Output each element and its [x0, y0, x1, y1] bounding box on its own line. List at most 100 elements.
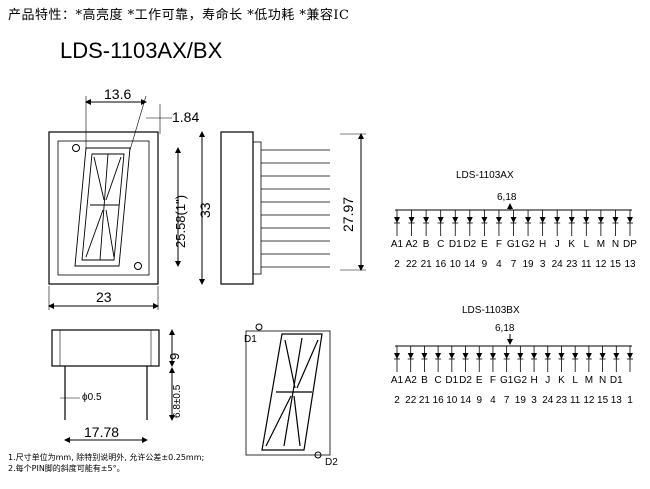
diode-symbol	[407, 353, 414, 359]
circuit-ax-common: 6,18	[497, 192, 517, 203]
pin-number: 9	[482, 259, 488, 270]
segment-label: C	[437, 239, 444, 250]
pin-number: 13	[611, 395, 623, 406]
diode-symbol	[510, 217, 517, 223]
pin-number: 19	[523, 259, 535, 270]
pin-number: 12	[595, 259, 607, 270]
pin-number: 7	[504, 395, 510, 406]
diode-symbol	[568, 217, 575, 223]
model-title: LDS-1103AX/BX	[60, 38, 223, 63]
feature-list: 产品特性：*高亮度 *工作可靠，寿命长 *低功耗 *兼容IC	[8, 8, 350, 23]
diode-symbol	[583, 217, 590, 223]
diode-symbol	[408, 217, 415, 223]
pin-number: 10	[450, 259, 462, 270]
diode-symbol	[612, 217, 619, 223]
pin-number: 4	[490, 395, 496, 406]
segment-label: A2	[405, 239, 418, 250]
segment-label: E	[481, 239, 488, 250]
dim-pin-span: 17.78	[84, 424, 119, 440]
segment-label: J	[545, 375, 550, 386]
pin-number: 3	[540, 259, 546, 270]
diode-symbol	[394, 353, 400, 359]
segment-label: L	[572, 375, 578, 386]
dim-digit-height: 25.58(1")	[173, 195, 188, 248]
segment-label: F	[496, 239, 502, 250]
diode-symbol	[627, 353, 633, 359]
diode-symbol	[517, 353, 524, 359]
segment-label: G2	[514, 375, 528, 386]
pin-number: 22	[406, 259, 418, 270]
segment-label: J	[555, 239, 560, 250]
pin-number: 21	[419, 395, 431, 406]
segment-view: D1 D2	[244, 323, 338, 468]
note-2: 2.每个PIN脚的斜度可能有±5°。	[8, 464, 125, 473]
diode-symbol	[394, 217, 400, 223]
diode-symbol	[531, 353, 538, 359]
diode-symbol	[585, 353, 592, 359]
diode-symbol	[539, 217, 546, 223]
segment-label: K	[558, 375, 565, 386]
pin-number: 2	[394, 395, 400, 406]
segment-label: N	[599, 375, 606, 386]
diode-symbol	[627, 217, 633, 223]
pin-number: 10	[446, 395, 458, 406]
dim-offset: 1.84	[172, 109, 199, 125]
segment-label: D1	[445, 375, 458, 386]
pin-number: 13	[624, 259, 636, 270]
segment-label: H	[530, 375, 537, 386]
pin-number: 16	[433, 395, 445, 406]
segment-label: L	[584, 239, 590, 250]
pin-number: 15	[610, 259, 622, 270]
diode-symbol	[423, 217, 430, 223]
pin-number: 4	[496, 259, 502, 270]
segment-label: B	[421, 375, 428, 386]
diode-symbol	[613, 353, 620, 359]
pin-number: 1	[627, 395, 633, 406]
diode-symbol	[462, 353, 469, 359]
segment-label: D2	[459, 375, 472, 386]
segment-label: D1	[610, 375, 623, 386]
pin-number: 3	[531, 395, 537, 406]
diode-symbol	[481, 217, 488, 223]
pin-number: 11	[570, 395, 581, 406]
segment-label: DP	[623, 239, 637, 250]
pin-number: 7	[511, 259, 517, 270]
pin-number: 21	[421, 259, 433, 270]
pin-number: 9	[476, 395, 482, 406]
diode-symbol	[448, 353, 455, 359]
segment-label: G1	[500, 375, 514, 386]
segment-label: H	[539, 239, 546, 250]
dim-body-height: 33	[197, 202, 213, 218]
diode-symbol	[525, 217, 532, 223]
segment-label: A2	[405, 375, 418, 386]
segment-label: M	[585, 375, 593, 386]
diode-symbol	[495, 217, 502, 223]
segment-label: K	[568, 239, 575, 250]
circuit-bx-common: 6,18	[495, 323, 515, 334]
pin-number: 14	[460, 395, 472, 406]
diode-symbol	[489, 353, 496, 359]
segment-label: E	[476, 375, 483, 386]
diode-symbol	[466, 217, 473, 223]
segment-label: D1	[449, 239, 462, 250]
segment-label: F	[490, 375, 496, 386]
diode-symbol	[503, 353, 510, 359]
segment-label: M	[597, 239, 605, 250]
pin-number: 2	[394, 259, 400, 270]
dim-pin-pitch: 6.8±0.5	[172, 384, 183, 418]
pin-number: 23	[556, 395, 568, 406]
dim-total-height: 27.97	[340, 197, 356, 232]
segment-label: B	[423, 239, 430, 250]
segment-label: N	[612, 239, 619, 250]
diode-symbol	[599, 353, 606, 359]
dim-pin-length: 9	[167, 353, 182, 360]
notes: 1.尺寸单位为mm, 除特别说明外, 允许公差±0.25mm; 2.每个PIN脚…	[8, 452, 204, 474]
segment-label: G2	[521, 239, 535, 250]
bottom-view: 9 6.8±0.5 ϕ0.5 17.78	[51, 329, 183, 443]
segment-label: D2	[463, 239, 476, 250]
pin-number: 11	[581, 259, 592, 270]
dim-body-width: 23	[96, 289, 112, 305]
